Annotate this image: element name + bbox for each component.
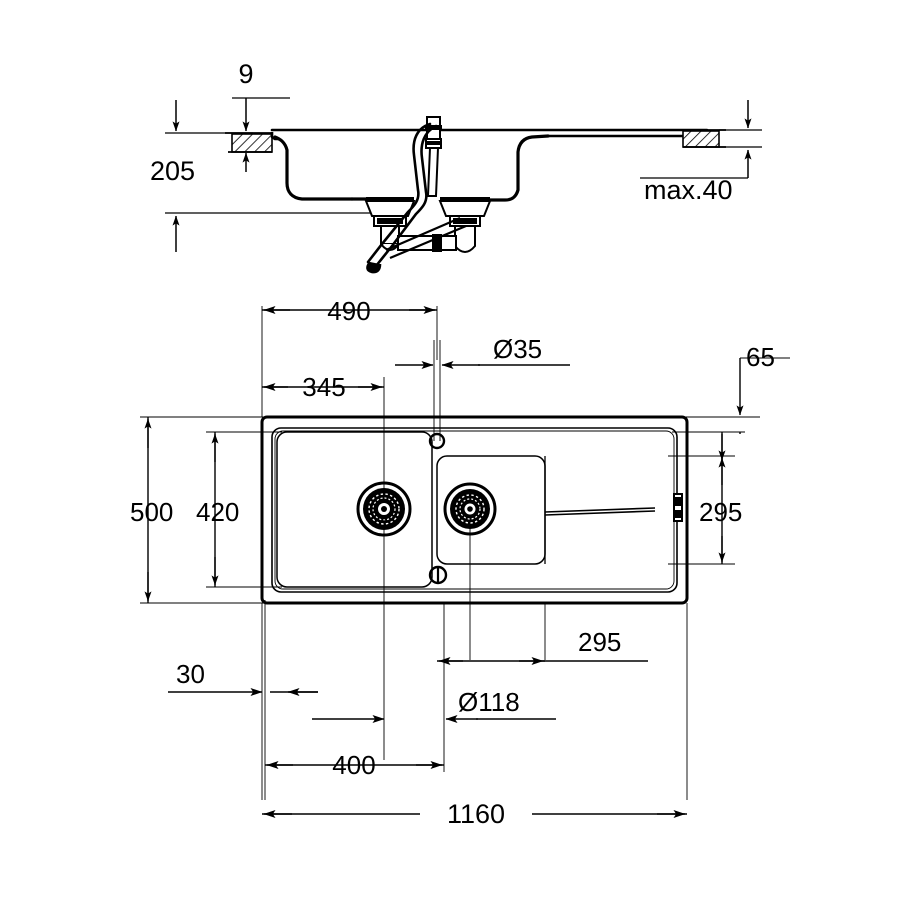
dimension-490: 490 <box>262 296 437 326</box>
tap-hole <box>428 432 446 450</box>
dimension-345: 345 <box>262 372 384 402</box>
drain-extension-pipe <box>385 216 467 260</box>
worktop-hatch-left <box>225 132 273 153</box>
dimension-295-right-label: 295 <box>699 497 742 527</box>
dimension-205: 205 <box>150 100 195 252</box>
dimension-500-label: 500 <box>130 497 173 527</box>
dimension-345-label: 345 <box>302 372 345 402</box>
side-clip-detail <box>673 493 683 522</box>
dimension-295-bottom: 295 <box>437 627 648 665</box>
right-waste-strainer <box>438 197 492 253</box>
dimension-max40: max.40 <box>640 100 752 205</box>
dimension-9-label: 9 <box>238 59 253 89</box>
dimension-30-label: 30 <box>176 659 205 689</box>
plan-view-group: 490 Ø35 345 65 500 <box>130 296 790 829</box>
dimension-420: 420 <box>196 432 239 587</box>
dimension-295-right: 295 <box>699 432 742 564</box>
control-rod <box>366 122 438 274</box>
dimension-500: 500 <box>130 417 173 603</box>
left-bowl <box>276 431 433 588</box>
dimension-d35-label: Ø35 <box>493 334 542 364</box>
dimension-490-label: 490 <box>327 296 370 326</box>
dimension-30: 30 <box>168 659 318 696</box>
dimension-295-bottom-label: 295 <box>578 627 621 657</box>
sink-body-profile <box>270 128 709 202</box>
dimension-9: 9 <box>232 59 290 172</box>
left-waste-strainer <box>364 197 416 251</box>
dimension-400-label: 400 <box>332 750 375 780</box>
dimension-d118: Ø118 <box>312 687 556 723</box>
dimension-400: 400 <box>265 750 444 780</box>
right-bowl-drain <box>443 482 497 536</box>
dimension-420-label: 420 <box>196 497 239 527</box>
dimension-65: 65 <box>736 342 775 434</box>
dimension-d118-label: Ø118 <box>458 687 520 717</box>
dimension-205-label: 205 <box>150 156 195 186</box>
overflow-hole <box>428 565 448 585</box>
dimension-d35: Ø35 <box>395 334 570 369</box>
waste-plumbing-assembly <box>364 116 492 274</box>
dimension-65-label: 65 <box>746 342 775 372</box>
dimension-1160-label: 1160 <box>447 799 505 829</box>
sink-outer-outline <box>260 415 689 605</box>
drainer-board <box>544 456 656 564</box>
dimension-1160: 1160 <box>262 798 687 829</box>
worktop-hatch-right <box>680 129 762 148</box>
elevation-view-group: 9 205 max.40 <box>150 59 762 274</box>
extension-lines <box>140 306 790 800</box>
dimension-max40-label: max.40 <box>644 175 733 205</box>
